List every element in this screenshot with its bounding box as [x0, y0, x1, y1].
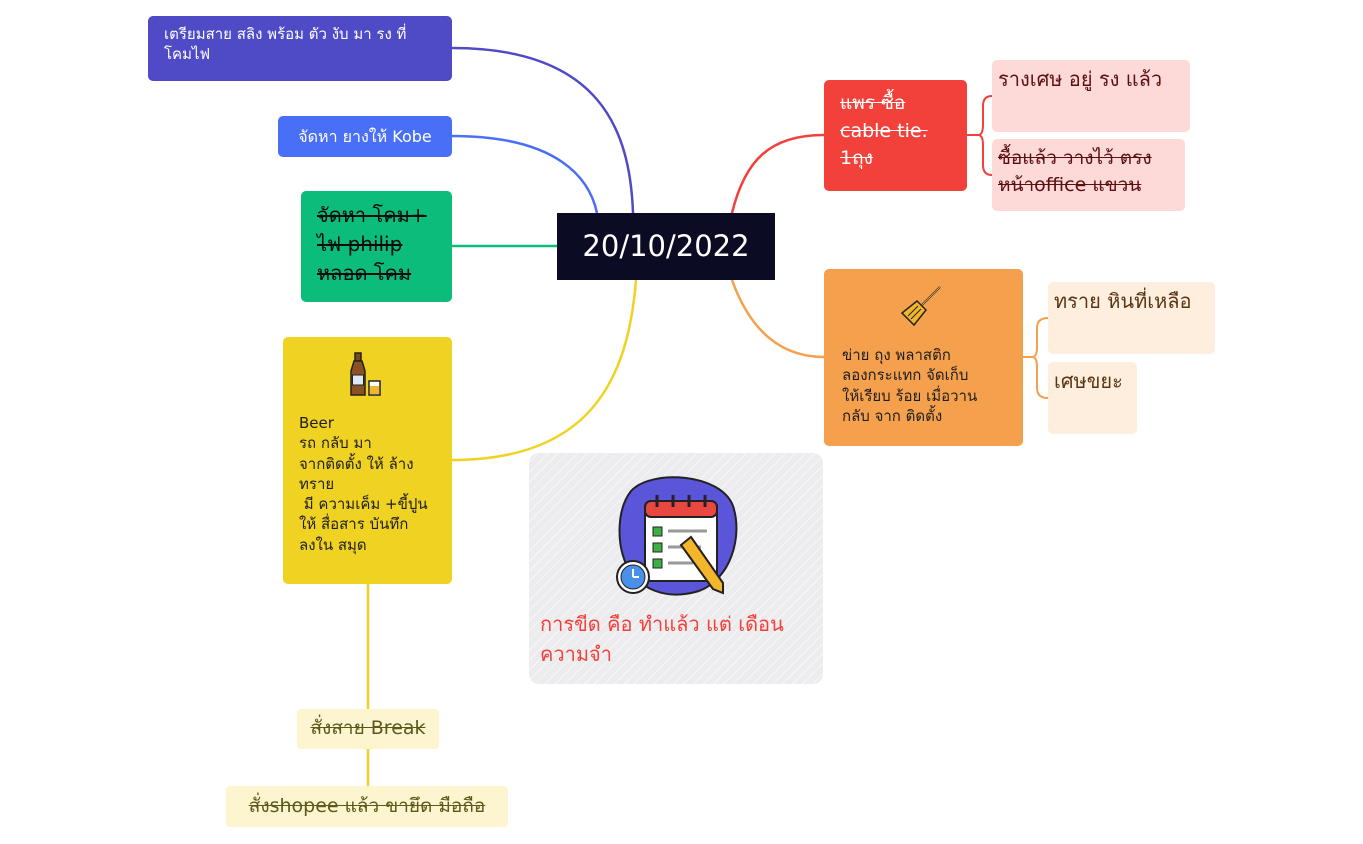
topic-line: มี ความเค็ม +ขี้ปูน	[299, 495, 428, 513]
topic-label: สั่งสาย Break	[310, 717, 426, 740]
subtopic-order-brake-cable[interactable]: สั่งสาย Break	[297, 709, 439, 749]
floating-note[interactable]: การขีด คือ ทำแล้ว แต่ เดือน ความจำ	[529, 453, 823, 684]
connector-orange-child-1	[1023, 317, 1049, 358]
subtopic-shopee-phone-holder[interactable]: สั่งshopee แล้ว ขายึด มือถือ	[226, 786, 508, 827]
connector-yellow	[451, 279, 638, 462]
subtopic-garbage[interactable]: เศษขยะ	[1048, 362, 1137, 434]
note-text: การขีด คือ ทำแล้ว แต่ เดือน ความจำ	[540, 612, 784, 666]
topic-label: เตรียมสาย สลิง พร้อม ตัว งับ มา รง ที่ โ…	[164, 25, 407, 64]
subtopic-placed-at-office[interactable]: ซื้อแล้ว วางไว้ ตรง หน้าoffice แขวน	[992, 139, 1185, 211]
topic-label: รางเศษ อยู่ รง แล้ว	[998, 67, 1163, 91]
topic-plastic-bag-cleanup[interactable]: ข่าย ถุง พลาสติก ลองกระแทก จัดเก็บ ให้เร…	[824, 269, 1023, 446]
topic-cable-tie[interactable]: แพร ซื้อ cable tie. 1ถุง	[824, 80, 967, 191]
topic-label: ซื้อแล้ว วางไว้ ตรง หน้าoffice แขวน	[998, 147, 1152, 196]
checklist-calendar-icon	[611, 471, 741, 605]
topic-line: Beer	[299, 414, 334, 432]
connector-blue	[451, 134, 599, 214]
topic-label: ทราย หินที่เหลือ	[1054, 289, 1192, 313]
topic-line: ทราย	[299, 474, 335, 493]
connector-red-child-1	[967, 95, 993, 136]
topic-label: สั่งshopee แล้ว ขายึด มือถือ	[248, 794, 486, 817]
central-topic[interactable]: 20/10/2022	[557, 213, 775, 280]
topic-line: ลงใน สมุด	[299, 535, 367, 554]
topic-line: ลองกระแทก จัดเก็บ	[842, 366, 969, 385]
connector-orange-child-2	[1023, 356, 1049, 399]
central-topic-label: 20/10/2022	[582, 228, 750, 263]
topic-label: แพร ซื้อ cable tie. 1ถุง	[840, 92, 928, 170]
topic-line: ให้ สื่อสาร บันทึก	[299, 515, 409, 534]
connector-red-child-2	[967, 134, 993, 176]
topic-beer-truck[interactable]: Beer รถ กลับ มา จากติดตั้ง ให้ ล้าง ทราย…	[283, 337, 452, 584]
connector-purple	[451, 46, 635, 214]
connector-orange	[730, 279, 825, 359]
topic-line: ให้เรียบ ร้อย เมื่อวาน	[842, 386, 978, 405]
topic-line: รถ กลับ มา	[299, 434, 372, 453]
connector-red	[730, 133, 825, 214]
topic-tire-kobe[interactable]: จัดหา ยางให้ Kobe	[278, 116, 452, 157]
beer-icon	[349, 351, 385, 404]
topic-label: เศษขยะ	[1054, 369, 1123, 393]
broom-icon	[898, 283, 944, 334]
topic-prepare-sling[interactable]: เตรียมสาย สลิง พร้อม ตัว งับ มา รง ที่ โ…	[148, 16, 452, 81]
topic-lamp-philip[interactable]: จัดหา โคม+ ไฟ philip หลอด โคม	[301, 191, 452, 302]
topic-line: จากติดตั้ง ให้ ล้าง	[299, 454, 414, 473]
topic-line: ข่าย ถุง พลาสติก	[842, 346, 951, 364]
subtopic-scrap-rail[interactable]: รางเศษ อยู่ รง แล้ว	[992, 60, 1190, 132]
topic-line: กลับ จาก ติดตั้ง	[842, 406, 943, 425]
topic-label: จัดหา โคม+ ไฟ philip หลอด โคม	[317, 203, 427, 285]
topic-label: จัดหา ยางให้ Kobe	[298, 126, 432, 146]
subtopic-leftover-sand[interactable]: ทราย หินที่เหลือ	[1048, 282, 1215, 354]
